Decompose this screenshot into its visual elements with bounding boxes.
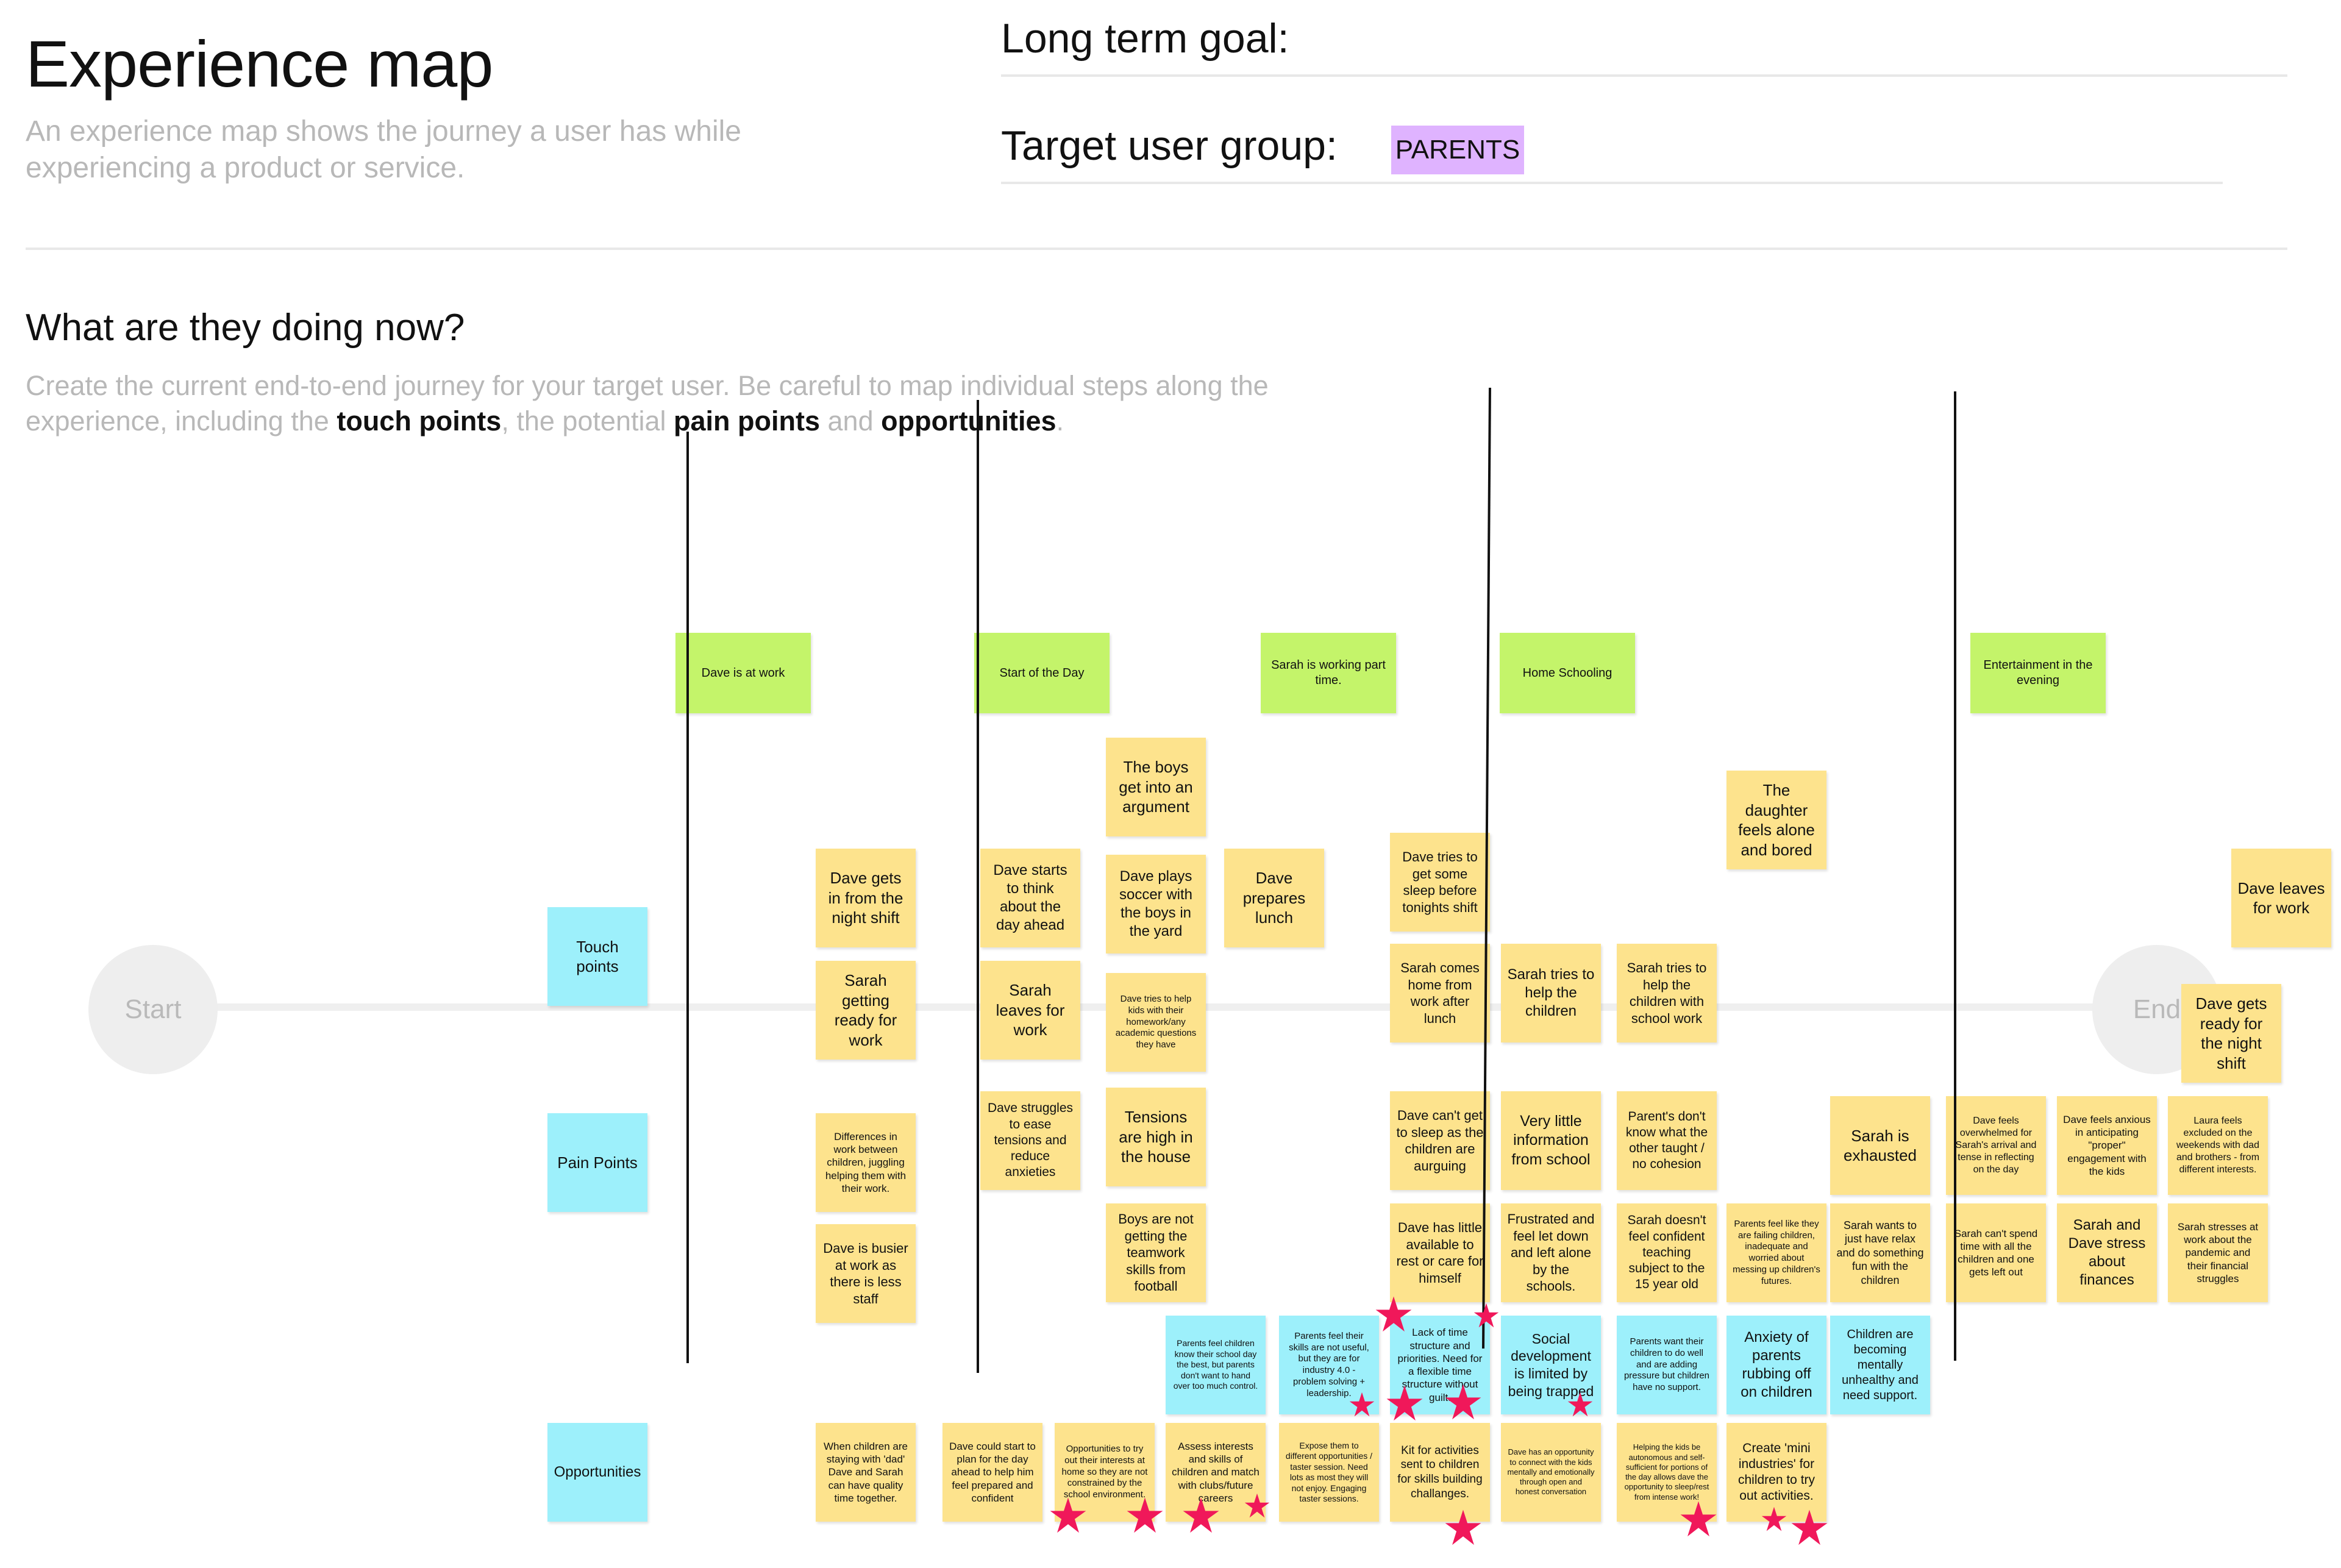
touch-point-note[interactable]: Sarah leaves for work [980,961,1080,1060]
pain-point-note[interactable]: Differences in work between children, ju… [816,1113,916,1212]
star-vote-icon [1183,1497,1219,1533]
opportunity-note[interactable]: Dave has an opportunity to connect with … [1501,1423,1601,1522]
pain-point-note[interactable]: Sarah is exhausted [1830,1096,1930,1195]
touch-point-note[interactable]: Dave gets ready for the night shift [2181,984,2281,1083]
pain-point-note[interactable]: Sarah can't spend time with all the chil… [1946,1203,2046,1302]
phase-divider-line [977,400,979,1373]
star-vote-icon [1680,1501,1717,1537]
star-vote-icon [1567,1392,1593,1417]
touch-point-note[interactable]: Sarah tries to help the children with sc… [1617,944,1717,1042]
section-divider [26,248,2287,250]
page-subtitle: An experience map shows the journey a us… [26,115,741,184]
page-title: Experience map [26,27,493,101]
touch-point-note[interactable]: Dave starts to think about the day ahead [980,849,1080,947]
touch-point-note[interactable]: Sarah tries to help the children [1501,944,1601,1042]
touch-point-note[interactable]: Dave plays soccer with the boys in the y… [1106,855,1206,953]
opportunity-note[interactable]: Create 'mini industries' for children to… [1726,1423,1826,1522]
long-term-goal-label: Long term goal: [1001,15,1289,62]
opportunity-note[interactable]: Kit for activities sent to children for … [1390,1423,1490,1522]
insight-note[interactable]: Parents want their children to do well a… [1617,1316,1717,1414]
opportunity-note[interactable]: Expose them to different opportunities /… [1279,1423,1379,1522]
star-vote-icon [1761,1506,1787,1531]
opportunity-note[interactable]: Helping the kids be autonomous and self-… [1617,1423,1717,1522]
row-label-pain-points[interactable]: Pain Points [547,1113,647,1212]
pain-point-note[interactable]: Sarah wants to just have relax and do so… [1830,1203,1930,1302]
star-vote-icon [1244,1493,1270,1518]
touch-point-note[interactable]: Dave tries to help kids with their homew… [1106,973,1206,1072]
insight-note[interactable]: Anxiety of parents rubbing off on childr… [1726,1316,1826,1414]
opportunity-note[interactable]: Dave could start to plan for the day ahe… [942,1423,1042,1522]
target-user-field[interactable] [1001,182,2223,184]
pain-point-note[interactable]: Sarah stresses at work about the pandemi… [2168,1203,2268,1302]
row-label-touch-points[interactable]: Touch points [547,907,647,1006]
star-vote-icon [1791,1509,1828,1545]
star-vote-icon [1375,1296,1412,1332]
star-vote-icon [1445,1509,1481,1545]
pain-point-note[interactable]: Sarah doesn't feel confident teaching su… [1617,1203,1717,1302]
pain-point-note[interactable]: Very little information from school [1501,1091,1601,1190]
start-node: Start [88,945,218,1074]
star-vote-icon [1127,1497,1163,1533]
opportunity-note[interactable]: When children are staying with 'dad' Dav… [816,1423,916,1522]
insight-note[interactable]: Social development is limited by being t… [1501,1316,1601,1414]
pain-point-note[interactable]: Dave can't get to sleep as the children … [1390,1091,1490,1190]
insight-note[interactable]: Parents feel children know their school … [1166,1316,1266,1414]
pain-point-note[interactable]: Parent's don't know what the other taugh… [1617,1091,1717,1190]
touch-point-note[interactable]: Sarah comes home from work after lunch [1390,944,1490,1042]
pain-points-term: pain points [674,405,821,437]
pain-point-note[interactable]: Frustrated and feel let down and left al… [1501,1203,1601,1302]
touch-points-term: touch points [337,405,502,437]
touch-point-note[interactable]: Dave gets in from the night shift [816,849,916,947]
pain-point-note[interactable]: Sarah and Dave stress about finances [2057,1203,2157,1302]
touch-point-note[interactable]: Dave tries to get some sleep before toni… [1390,833,1490,932]
opportunity-note[interactable]: Assess interests and skills of children … [1166,1423,1266,1522]
pain-point-note[interactable]: Boys are not getting the teamwork skills… [1106,1203,1206,1302]
phase-note[interactable]: Home Schooling [1500,633,1635,713]
touch-point-note[interactable]: Dave leaves for work [2231,849,2331,947]
star-vote-icon [1349,1392,1375,1417]
phase-note[interactable]: Dave is at work [675,633,811,713]
star-vote-icon [1386,1385,1423,1421]
pain-point-note[interactable]: Dave feels anxious in anticipating "prop… [2057,1096,2157,1195]
pain-point-note[interactable]: Laura feels excluded on the weekends wit… [2168,1096,2268,1195]
insight-note[interactable]: Parents feel their skills are not useful… [1279,1316,1379,1414]
phase-note[interactable]: Sarah is working part time. [1261,633,1396,713]
pain-point-note[interactable]: Dave has little available to rest or car… [1390,1203,1490,1302]
star-vote-icon [1473,1303,1499,1328]
touch-point-note[interactable]: The boys get into an argument [1106,738,1206,836]
pain-point-note[interactable]: Dave struggles to ease tensions and redu… [980,1091,1080,1190]
phase-divider-line [686,432,689,1363]
opportunities-term: opportunities [881,405,1056,437]
pain-point-note[interactable]: Dave feels overwhelmed for Sarah's arriv… [1946,1096,2046,1195]
touch-point-note[interactable]: The daughter feels alone and bored [1726,771,1826,869]
target-user-tag[interactable]: PARENTS [1391,126,1524,174]
section-description: Create the current end-to-end journey fo… [26,370,1269,437]
pain-point-note[interactable]: Tensions are high in the house [1106,1088,1206,1186]
pain-point-note[interactable]: Parents feel like they are failing child… [1726,1203,1826,1302]
row-label-opportunities[interactable]: Opportunities [547,1423,647,1522]
touch-point-note[interactable]: Sarah getting ready for work [816,961,916,1060]
long-term-goal-field[interactable] [1001,74,2287,77]
star-vote-icon [1050,1497,1086,1533]
pain-point-note[interactable]: Dave is busier at work as there is less … [816,1224,916,1323]
phase-note[interactable]: Start of the Day [974,633,1110,713]
opportunity-note[interactable]: Opportunities to try out their interests… [1055,1423,1155,1522]
target-user-label: Target user group: [1001,123,1338,169]
phase-divider-line [1954,391,1956,1361]
phase-note[interactable]: Entertainment in the evening [1970,633,2106,713]
insight-note[interactable]: Children are becoming mentally unhealthy… [1830,1316,1930,1414]
touch-point-note[interactable]: Dave prepares lunch [1224,849,1324,947]
section-title: What are they doing now? [26,307,465,349]
star-vote-icon [1445,1384,1481,1420]
